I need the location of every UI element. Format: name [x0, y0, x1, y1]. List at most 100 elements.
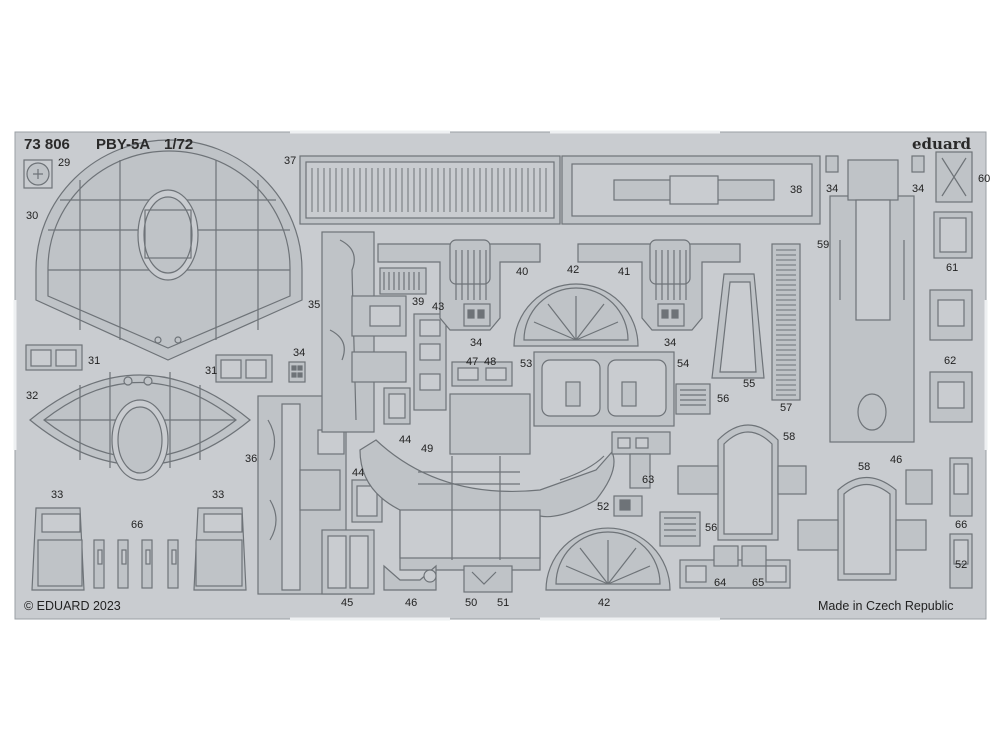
part-number: 52 — [597, 501, 610, 513]
part-52-mid — [613, 495, 643, 517]
part-number: 42 — [567, 264, 580, 276]
part-number: 56 — [717, 393, 730, 405]
part-number: 32 — [26, 390, 39, 402]
aircraft-name: PBY-5A — [96, 136, 151, 153]
part-number: 31 — [205, 365, 218, 377]
part-33-left — [31, 507, 85, 591]
part-number: 47 — [466, 356, 479, 368]
part-number: 34 — [470, 337, 483, 349]
part-47-48 — [451, 361, 513, 387]
part-number: 33 — [51, 489, 64, 501]
part-58-top — [677, 424, 807, 541]
part-52-right — [949, 533, 973, 589]
part-42-bottom — [545, 527, 671, 591]
copyright-text: © EDUARD 2023 — [24, 599, 121, 613]
part-34-small — [288, 361, 306, 383]
part-number: 30 — [26, 210, 39, 222]
part-34-pin-left — [825, 155, 839, 173]
part-45 — [321, 529, 375, 595]
part-number: 62 — [944, 355, 957, 367]
part-40 — [377, 239, 541, 331]
part-43 — [413, 313, 447, 411]
part-46 — [383, 564, 437, 591]
part-number: 55 — [743, 378, 756, 390]
part-number: 66 — [131, 519, 144, 531]
part-number: 33 — [212, 489, 225, 501]
part-number: 38 — [790, 184, 803, 196]
part-41 — [577, 239, 741, 331]
part-number: 34 — [293, 347, 306, 359]
part-34-pin-right — [911, 155, 925, 173]
part-32-bulkhead — [29, 372, 251, 481]
fret-border-gaps — [13, 130, 988, 621]
part-number: 37 — [284, 155, 297, 167]
part-62-lower — [929, 371, 973, 423]
part-number: 54 — [677, 358, 690, 370]
part-number: 51 — [497, 597, 510, 609]
part-number: 61 — [946, 262, 959, 274]
part-number: 58 — [783, 431, 796, 443]
part-66-right — [949, 457, 973, 517]
part-44-top — [383, 387, 411, 425]
part-number: 53 — [520, 358, 533, 370]
part-number: 63 — [642, 474, 655, 486]
part-number: 44 — [352, 467, 365, 479]
part-64-65 — [679, 545, 791, 589]
part-number: 39 — [412, 296, 425, 308]
part-number: 46 — [405, 597, 418, 609]
part-61 — [933, 211, 973, 259]
part-62-upper — [929, 289, 973, 341]
part-57-comb — [771, 243, 801, 401]
part-38-strip — [561, 155, 821, 225]
part-number: 57 — [780, 402, 793, 414]
part-55 — [711, 273, 765, 379]
part-35-panel — [321, 231, 407, 433]
part-number: 46 — [890, 454, 903, 466]
part-58-bottom — [797, 477, 927, 581]
part-number: 66 — [955, 519, 968, 531]
part-44-bottom — [351, 479, 383, 523]
part-30-bulkhead — [35, 139, 303, 361]
part-number: 56 — [705, 522, 718, 534]
part-number: 50 — [465, 597, 478, 609]
scale-label: 1/72 — [164, 136, 194, 153]
part-number: 29 — [58, 157, 71, 169]
part-number: 58 — [858, 461, 871, 473]
part-63 — [611, 431, 671, 489]
part-number: 41 — [618, 266, 631, 278]
part-49-floor — [359, 393, 615, 571]
part-number: 36 — [245, 453, 258, 465]
part-33-right — [193, 507, 247, 591]
part-number: 64 — [714, 577, 727, 589]
part-number: 59 — [817, 239, 830, 251]
part-50-51 — [463, 565, 513, 593]
part-number: 45 — [341, 597, 354, 609]
part-number: 34 — [826, 183, 839, 195]
part-number: 60 — [978, 173, 991, 185]
part-number: 40 — [516, 266, 529, 278]
part-42-top — [513, 283, 639, 347]
part-number: 44 — [399, 434, 412, 446]
part-number: 48 — [484, 356, 497, 368]
part-37-strip — [299, 155, 561, 225]
part-number: 49 — [421, 443, 434, 455]
part-number: 35 — [308, 299, 321, 311]
set-number: 73 806 — [24, 136, 70, 153]
part-31-left — [25, 344, 83, 371]
part-39-comb — [379, 267, 427, 295]
part-number: 31 — [88, 355, 101, 367]
brand-logo: eduard — [912, 135, 972, 153]
part-60 — [935, 151, 973, 203]
part-66-strips — [93, 539, 179, 589]
part-number: 34 — [912, 183, 925, 195]
origin-text: Made in Czech Republic — [818, 599, 954, 613]
part-59 — [829, 159, 915, 443]
part-56-top — [675, 383, 711, 415]
part-number: 43 — [432, 301, 445, 313]
part-number: 65 — [752, 577, 765, 589]
part-53-54 — [533, 351, 675, 427]
part-number: 42 — [598, 597, 611, 609]
part-31-right — [215, 354, 273, 383]
part-number: 52 — [955, 559, 968, 571]
part-number: 34 — [664, 337, 677, 349]
